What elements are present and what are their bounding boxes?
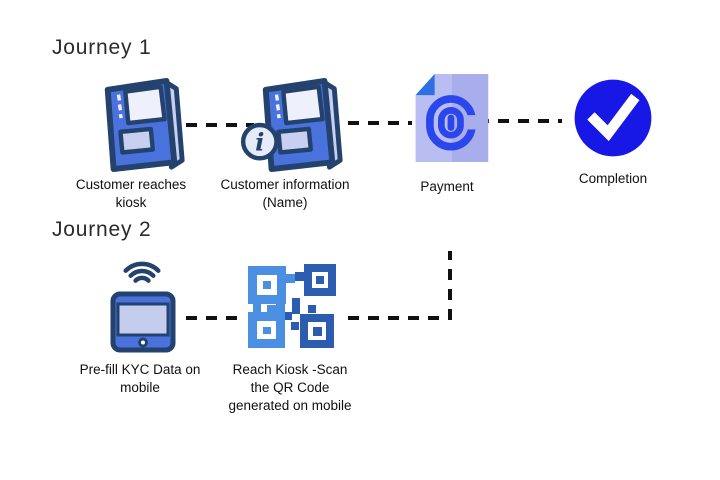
step-label-completion: Completion <box>578 171 648 186</box>
step-label-customer-information: Customer information (Name) <box>220 177 350 210</box>
payment-fingerprint-document-icon <box>415 74 489 162</box>
step-label-reach-kiosk-scan-qr: Reach Kiosk -Scan the QR Code generated … <box>228 362 352 413</box>
svg-text:i: i <box>255 127 264 156</box>
mobile-wifi-icon <box>110 261 176 353</box>
dashed-connector-info-to-payment <box>348 121 412 125</box>
kiosk-info-icon: i <box>240 76 350 174</box>
qr-code-icon <box>248 264 336 348</box>
journey2-title: Journey 2 <box>52 218 152 241</box>
step-label-customer-reaches-kiosk: Customer reaches kiosk <box>75 177 187 210</box>
dashed-connector-qr-to-journey1 <box>348 251 452 320</box>
checkmark-circle-icon <box>574 79 652 157</box>
kiosk-icon <box>92 76 192 174</box>
dashed-connector-kiosk-to-info <box>166 123 254 127</box>
dashed-connector-mobile-to-qr <box>186 316 238 320</box>
step-label-payment: Payment <box>420 179 474 194</box>
step-label-prefill-kyc: Pre-fill KYC Data on mobile <box>79 362 201 395</box>
journey1-title: Journey 1 <box>52 36 152 59</box>
dashed-connector-payment-to-completion <box>478 119 562 123</box>
